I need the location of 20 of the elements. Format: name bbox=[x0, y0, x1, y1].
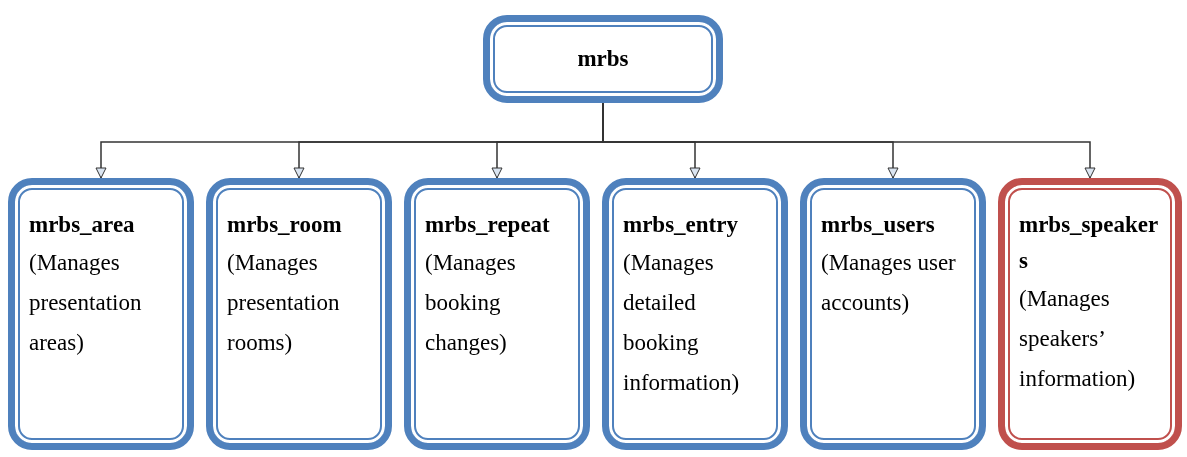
table-box bbox=[8, 178, 194, 450]
table-name: mrbs_repeat bbox=[425, 211, 551, 239]
table-name: mrbs_room bbox=[227, 211, 343, 239]
table-box bbox=[998, 178, 1182, 450]
table-description: (Manages presentation areas) bbox=[29, 249, 143, 357]
table-description: (Manages user accounts) bbox=[821, 249, 957, 317]
table-box bbox=[206, 178, 392, 450]
table-name: mrbs_users bbox=[821, 211, 936, 239]
table-description: (Manages speakers’ information) bbox=[1019, 285, 1137, 393]
table-name: mrbs bbox=[577, 45, 629, 73]
table-box bbox=[404, 178, 590, 450]
table-box bbox=[800, 178, 986, 450]
table-description: (Manages presentation rooms) bbox=[227, 249, 341, 357]
table-name: mrbs_entry bbox=[623, 211, 739, 239]
table-name: mrbs_area bbox=[29, 211, 136, 239]
table-box bbox=[483, 15, 723, 103]
table-name: mrbs_speakers bbox=[1019, 211, 1160, 275]
table-box bbox=[602, 178, 788, 450]
table-description: (Manages booking changes) bbox=[425, 249, 517, 357]
table-description: (Manages detailed booking information) bbox=[623, 249, 741, 397]
